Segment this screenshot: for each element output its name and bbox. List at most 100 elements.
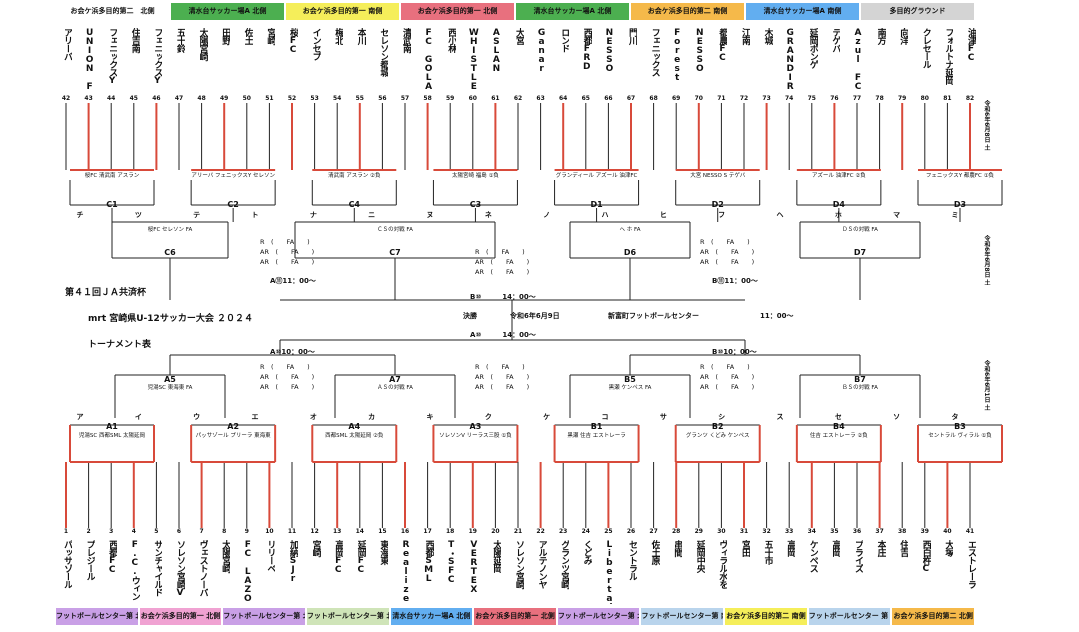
final-date: 令和6年6月9日	[510, 312, 560, 320]
slot-kana-top: ニ	[368, 211, 376, 219]
round-info: グランディール アズール 油津FC	[555, 173, 638, 179]
team-number-top: 50	[242, 95, 251, 102]
team-number-top: 73	[762, 95, 771, 102]
team-name-top: 太陽宮崎	[197, 28, 208, 60]
team-name-top: テゲバ	[830, 28, 841, 52]
referee-assignment: R ( FA ) AR ( FA ) AR ( FA )	[260, 363, 315, 391]
team-name-top: インセプ	[310, 28, 321, 60]
team-number-top: 43	[84, 95, 93, 102]
team-name-bottom: 高岡FC	[333, 540, 344, 574]
slot-kana-bottom: コ	[601, 413, 609, 421]
slot-kana-top: テ	[193, 211, 201, 219]
team-name-top: アリーバ	[62, 28, 72, 60]
team-name-top: 五十鈴	[175, 28, 185, 52]
slot-kana-top: ナ	[309, 211, 317, 219]
b-mid-time: B⑩10：00～	[712, 348, 757, 356]
team-number-bottom: 41	[965, 528, 975, 535]
round-info: 大宮 NESSO S テゲバ	[690, 173, 746, 179]
team-name-bottom: 太陽延岡	[491, 540, 502, 572]
team-number-bottom: 37	[875, 528, 884, 535]
team-name-bottom: 太陽宮崎	[220, 540, 231, 572]
slot-kana-top: フ	[718, 211, 726, 219]
team-number-top: 67	[626, 95, 636, 102]
team-number-bottom: 5	[154, 528, 159, 535]
team-name-bottom: プライズ	[853, 540, 863, 572]
team-number-bottom: 22	[536, 528, 545, 535]
team-number-top: 47	[174, 95, 184, 102]
team-number-bottom: 19	[468, 528, 477, 535]
match-id: C3	[469, 200, 482, 209]
team-number-bottom: 4	[131, 528, 136, 535]
slot-kana-bottom: ス	[776, 413, 784, 421]
slot-kana-bottom: ク	[484, 413, 492, 421]
team-number-bottom: 1	[63, 528, 69, 535]
match-id: D3	[953, 200, 967, 209]
team-number-top: 46	[152, 95, 161, 102]
slot-kana-bottom: セ	[834, 413, 842, 421]
team-name-top: 都農FC	[717, 28, 728, 62]
team-name-top: 清武南	[401, 28, 411, 52]
team-name-bottom: 延岡中央	[694, 540, 705, 572]
round-info: パッサゾール プリーラ 東海東	[195, 433, 271, 439]
match-id: B1	[590, 422, 603, 431]
slot-kana-bottom: キ	[426, 413, 434, 421]
team-name-bottom: VERTEX	[468, 540, 479, 594]
qf-info: ＣＳの対戦 FA	[377, 227, 413, 233]
team-name-bottom: 東海東	[378, 540, 389, 564]
team-name-top: 延岡ボンゲ	[807, 28, 818, 68]
qf-info: ＡＳの対戦 FA	[377, 385, 413, 391]
match-id: B7	[854, 375, 866, 384]
team-name-bottom: プレジール	[84, 540, 95, 580]
round-info: 児湯SC 西都SML 太陽延岡	[78, 433, 146, 439]
team-name-bottom: エストレーラ	[966, 540, 976, 588]
round-info: 住吉 エストレーラ ②負	[809, 433, 868, 439]
match-id: C4	[348, 200, 360, 209]
team-name-top: WHISTLE	[468, 28, 479, 90]
team-name-top: 西小林	[446, 28, 457, 52]
team-name-top: NESSO	[604, 28, 615, 73]
team-name-top: 宮崎	[265, 28, 276, 44]
team-number-bottom: 39	[920, 528, 929, 535]
slot-kana-bottom: ソ	[893, 413, 901, 421]
team-name-top: セレソン都城	[378, 28, 389, 76]
team-number-bottom: 23	[559, 528, 568, 535]
team-number-bottom: 26	[626, 528, 636, 535]
team-number-bottom: 11	[287, 528, 297, 535]
team-number-bottom: 21	[513, 528, 523, 535]
team-name-bottom: ソレソン宮崎	[514, 540, 524, 588]
team-name-top: Ganar	[536, 28, 547, 73]
slot-kana-bottom: シ	[718, 413, 726, 421]
match-id: D2	[711, 200, 724, 209]
team-name-bottom: FC LAZO	[242, 540, 253, 603]
slot-kana-top: ハ	[601, 211, 609, 219]
team-number-bottom: 14	[355, 528, 364, 535]
team-name-top: クレセール	[920, 28, 931, 68]
slot-kana-top: チ	[76, 211, 84, 219]
team-name-top: 大宮	[514, 28, 524, 44]
a-top-time: A⑪11：00～	[270, 277, 316, 285]
round-info: ソレソンV リーラス三股 ①負	[439, 433, 512, 439]
team-number-bottom: 6	[176, 528, 182, 535]
team-number-bottom: 38	[898, 528, 907, 535]
qf-info: 桜FC セレソン FA	[147, 227, 193, 233]
team-name-top: UNION FC	[84, 28, 95, 90]
slot-kana-top: ホ	[834, 211, 842, 219]
qf-info: ヘ ホ FA	[619, 227, 641, 233]
final-venue: 新富町フットボールセンター	[608, 312, 699, 320]
team-name-top: 西都FRD	[581, 28, 592, 71]
team-number-top: 42	[61, 95, 71, 102]
team-number-bottom: 31	[739, 528, 749, 535]
match-id: B3	[954, 422, 966, 431]
team-name-bottom: Libertad	[604, 540, 615, 604]
team-number-top: 59	[446, 95, 455, 102]
team-name-bottom: 大塚	[943, 540, 954, 556]
team-number-top: 68	[649, 95, 658, 102]
team-number-top: 81	[943, 95, 952, 102]
team-name-bottom: 佐土原	[649, 540, 660, 564]
b-top-time: B⑪11：00～	[712, 277, 758, 285]
slot-kana-bottom: ウ	[193, 413, 201, 421]
team-name-bottom: T・SFC	[446, 540, 457, 584]
team-number-bottom: 25	[604, 528, 613, 535]
team-name-top: 田野	[220, 28, 231, 44]
slot-kana-bottom: カ	[368, 413, 376, 421]
